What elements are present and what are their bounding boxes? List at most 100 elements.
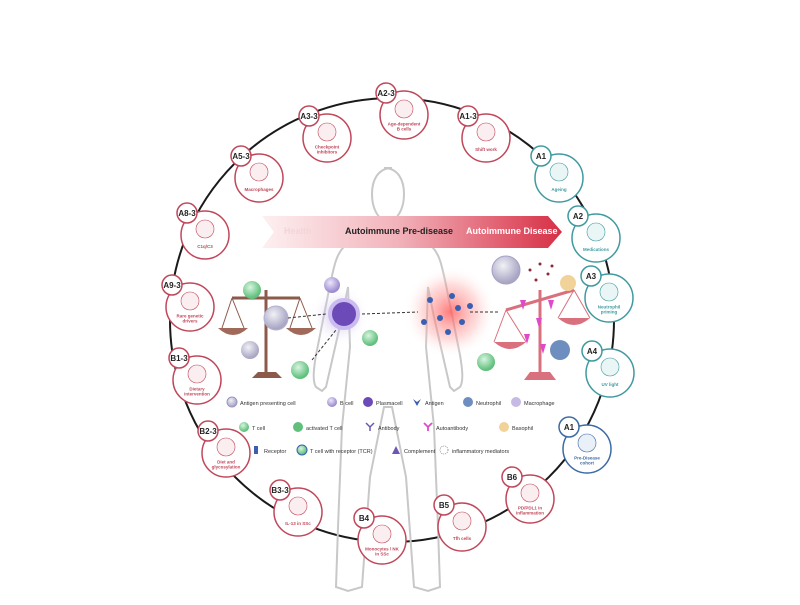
legend-item: inflammatory mediators: [439, 445, 509, 455]
banner-health-label: Health: [284, 226, 312, 236]
legend-item: Basophil: [499, 422, 533, 432]
node-illustration-icon: [288, 496, 308, 516]
balanced-scale: [218, 290, 316, 378]
banner-disease-label: Autoimmune Disease: [466, 226, 558, 236]
arrow-apc-to-plasma: [287, 313, 327, 319]
legend-item: Antibody: [365, 422, 400, 432]
node-caption: Ageing: [551, 187, 567, 192]
node-code: A4: [587, 347, 598, 356]
node-badge: [375, 82, 397, 104]
receptor-icon: [254, 446, 258, 454]
autoantibody-icon: [423, 422, 433, 431]
node-code: A1: [564, 423, 575, 432]
node-code: A1-3: [459, 112, 477, 121]
node-badge: [161, 274, 183, 296]
basophil-icon: [499, 422, 509, 432]
legend-label: B cell: [340, 401, 353, 407]
node-badge: [567, 205, 589, 227]
macrophage-right: [491, 255, 521, 285]
node-caption: Shift work: [475, 147, 497, 152]
activated-t-cell-icon: [293, 422, 303, 432]
node-b3-3-8: B3-3IL-13 in SSc: [269, 479, 323, 537]
arrow-to-inflammation: [361, 311, 419, 315]
neutrophil-icon: [463, 397, 473, 407]
legend-item: activated T cell: [293, 422, 342, 432]
node-illustration-icon: [180, 291, 200, 311]
legend-item: Neutrophil: [463, 397, 501, 407]
node-code: B2-3: [199, 427, 217, 436]
antigen-icon: [413, 399, 421, 406]
antigen-cluster: [421, 293, 473, 335]
node-caption: Macrophages: [244, 187, 274, 192]
node-code: B3-3: [271, 486, 289, 495]
node-badge: [501, 466, 523, 488]
node-badge: [558, 416, 580, 438]
node-illustration-icon: [452, 511, 472, 531]
node-illustration-icon: [586, 222, 606, 242]
t-cell-right: [477, 353, 495, 371]
legend-item: Antigen: [413, 399, 444, 407]
node-caption: UV light: [602, 382, 619, 387]
legend-label: Antibody: [378, 426, 400, 432]
legend-label: Plasmacell: [376, 401, 403, 407]
apc-icon: [226, 396, 238, 408]
legend-item: B cell: [327, 397, 353, 407]
node-caption: IL-13 in SSc: [285, 521, 311, 526]
node-illustration-icon: [317, 122, 337, 142]
node-illustration-icon: [394, 99, 414, 119]
neutrophil-right: [550, 340, 570, 360]
node-code: B1-3: [170, 354, 188, 363]
node-badge: [581, 340, 603, 362]
legend-item: Receptor: [254, 446, 286, 455]
b-cell-left: [241, 341, 259, 359]
apc-left: [263, 305, 289, 331]
legend-item: T cell with receptor (TCR): [296, 444, 373, 456]
legend-item: Plasmacell: [363, 397, 403, 407]
node-badge: [353, 507, 375, 529]
plasmacell-center: [328, 298, 360, 330]
node-badge: [269, 479, 291, 501]
t-cell-left: [243, 281, 261, 299]
node-illustration-icon: [372, 524, 392, 544]
node-badge: [176, 202, 198, 224]
legend-label: Neutrophil: [476, 401, 501, 407]
node-illustration-icon: [577, 433, 597, 453]
node-caption: C1q/C3: [197, 244, 213, 249]
node-code: A9-3: [163, 281, 181, 290]
node-illustration-icon: [216, 437, 236, 457]
legend-item: T cell: [239, 422, 265, 432]
node-code: B4: [359, 514, 370, 523]
activated-t-cell: [362, 330, 378, 346]
t-cell-icon: [239, 422, 249, 432]
legend-label: T cell: [252, 426, 265, 432]
arrow-tcr-to-plasma: [311, 329, 337, 361]
tilted-scale: [493, 288, 591, 380]
inflammation-glow: [404, 266, 496, 358]
complement-icon: [392, 446, 400, 454]
node-illustration-icon: [599, 282, 619, 302]
legend-item: Complement: [392, 446, 436, 455]
node-code: A1: [536, 152, 547, 161]
legend-label: T cell with receptor (TCR): [310, 449, 373, 455]
node-illustration-icon: [520, 483, 540, 503]
node-badge: [168, 347, 190, 369]
legend-label: Basophil: [512, 426, 533, 432]
inflammatory-mediators-cluster: [528, 262, 554, 282]
node-code: A3: [586, 272, 597, 281]
